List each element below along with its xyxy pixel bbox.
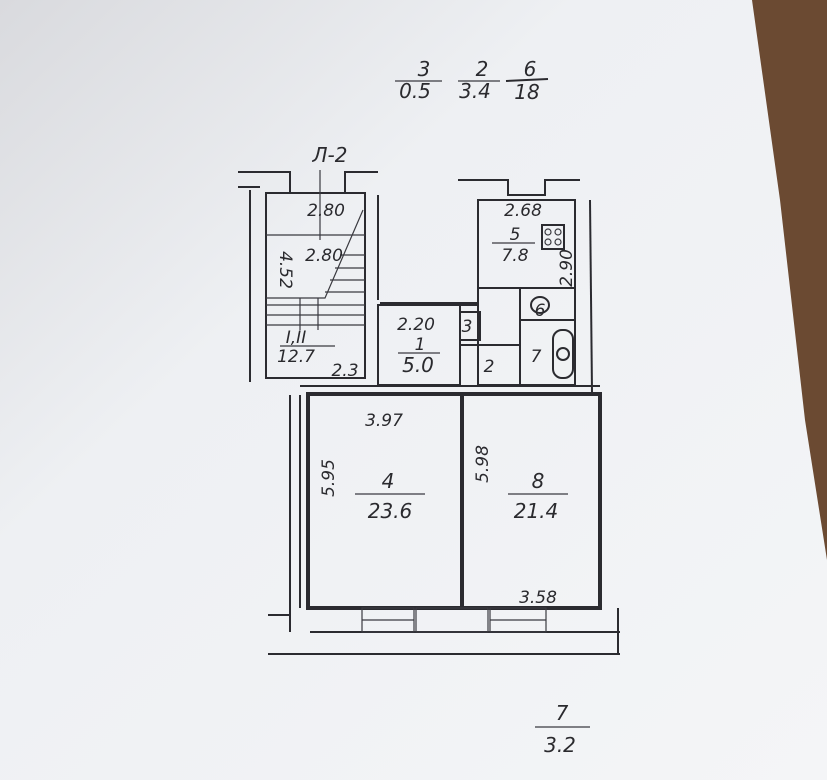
- stair-area: 12.7: [277, 347, 315, 367]
- room8-num: 8: [532, 469, 545, 493]
- fraction-num: 6: [524, 57, 537, 81]
- footer-fraction: 7 3.2: [535, 701, 590, 757]
- stair-label: Л-2: [312, 143, 348, 167]
- room4-area: 23.6: [368, 499, 413, 523]
- walls: [238, 170, 620, 655]
- dimensions: 2.80 2.80 4.52 2.3 2.20 2.68 2.90 3.97 5…: [275, 201, 577, 608]
- dim-stair-length: 4.52: [275, 251, 295, 289]
- room-labels: I,II 12.7 1 5.0 3 2 5 7.8 6 7 4 23.6 8 2…: [277, 225, 568, 523]
- closet-num: 3: [462, 317, 473, 337]
- hall-num: 1: [415, 335, 426, 355]
- dim-room8-length: 5.98: [473, 445, 493, 483]
- fraction-num: 3: [418, 57, 431, 81]
- bath-num: 7: [531, 347, 542, 367]
- kitchen-num: 5: [510, 225, 521, 245]
- fraction-den: 3.4: [459, 79, 491, 103]
- dim-room4-length: 5.95: [319, 459, 339, 497]
- hall-area: 5.0: [402, 353, 434, 377]
- dim-stair-mid: 2.80: [305, 246, 343, 266]
- wc-num: 6: [535, 301, 546, 321]
- fraction-num: 2: [476, 57, 489, 81]
- dim-hall-width: 2.20: [397, 315, 435, 335]
- kitchen-area: 7.8: [501, 246, 528, 266]
- room8-area: 21.4: [514, 499, 559, 523]
- header-fractions: 3 0.5 2 3.4 6 18: [395, 57, 549, 104]
- dim-kitchen-width: 2.68: [504, 201, 542, 221]
- footer-den: 3.2: [544, 733, 576, 757]
- dim-stair-top: 2.80: [307, 201, 345, 221]
- dim-room4-width: 3.97: [365, 411, 403, 431]
- dim-stair-door: 2.3: [331, 361, 358, 381]
- dim-kitchen-length: 2.90: [557, 249, 577, 287]
- stair-num: I,II: [286, 328, 306, 348]
- footer-num: 7: [556, 701, 569, 725]
- corridor-num: 2: [484, 357, 495, 377]
- dim-room8-width: 3.58: [519, 588, 557, 608]
- fraction-den: 0.5: [399, 79, 431, 103]
- fraction-den: 18: [514, 80, 539, 104]
- room4-num: 4: [382, 469, 395, 493]
